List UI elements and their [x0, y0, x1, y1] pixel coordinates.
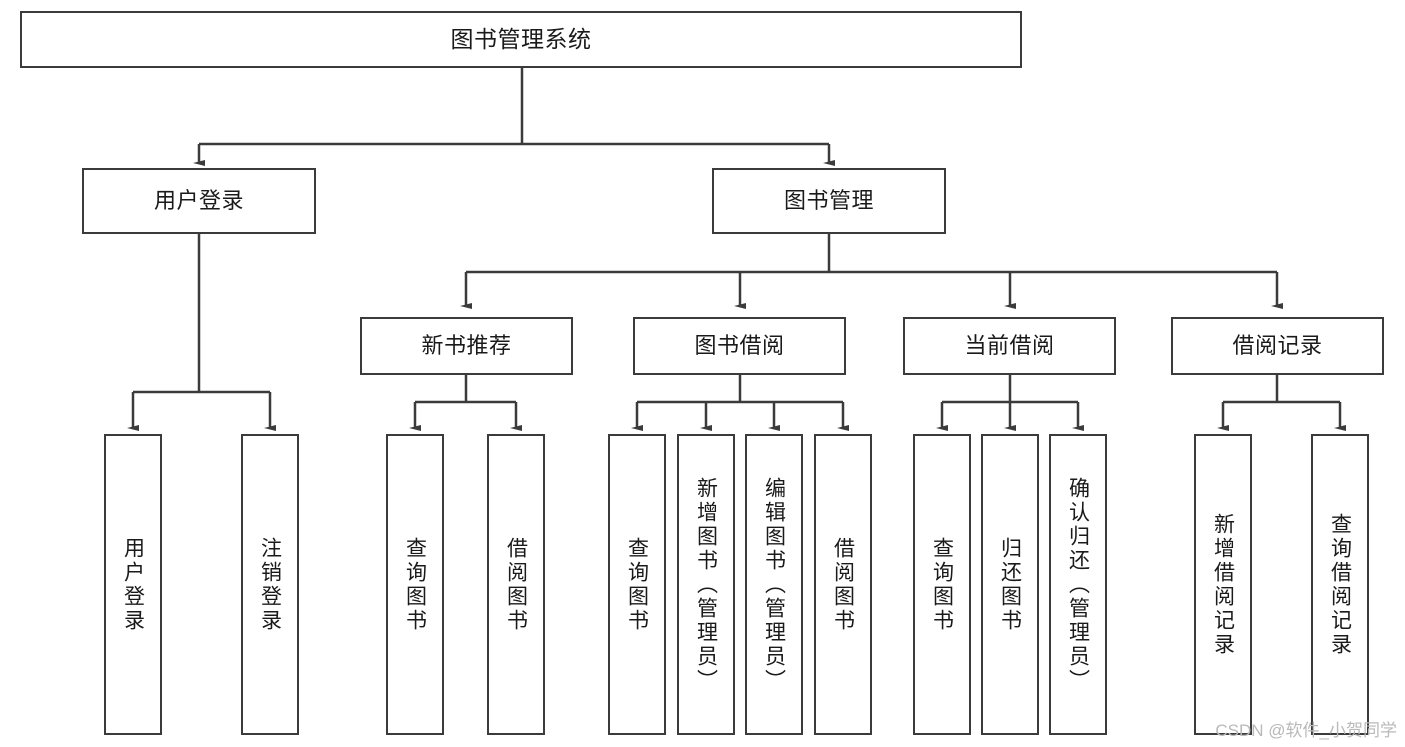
leaf-current-confirm-return-admin[interactable]: 确认归还（管理员）	[1049, 434, 1107, 735]
node-label: 确认归还（管理员）	[1066, 476, 1090, 693]
leaf-borrow-borrow-book[interactable]: 借阅图书	[814, 434, 872, 735]
node-label: 借阅图书	[504, 536, 528, 633]
leaf-record-add-record[interactable]: 新增借阅记录	[1194, 434, 1252, 735]
node-label: 查询借阅记录	[1328, 512, 1352, 657]
node-user-login[interactable]: 用户登录	[82, 168, 316, 234]
leaf-recommend-query-book[interactable]: 查询图书	[386, 434, 444, 735]
node-label: 归还图书	[998, 536, 1022, 633]
leaf-borrow-query-book[interactable]: 查询图书	[608, 434, 666, 735]
node-current-borrow[interactable]: 当前借阅	[903, 317, 1116, 375]
node-label: 编辑图书（管理员）	[762, 476, 786, 693]
leaf-user-login[interactable]: 用户登录	[104, 434, 162, 735]
node-label: 借阅图书	[831, 536, 855, 633]
node-label: 查询图书	[403, 536, 427, 633]
node-borrow-record[interactable]: 借阅记录	[1171, 317, 1384, 375]
node-label: 查询图书	[930, 536, 954, 633]
leaf-borrow-edit-book-admin[interactable]: 编辑图书（管理员）	[745, 434, 803, 735]
node-new-book-recommend[interactable]: 新书推荐	[360, 317, 573, 375]
node-label: 图书管理	[783, 187, 874, 213]
watermark-text: CSDN @软件_小贺同学	[1215, 721, 1397, 740]
node-book-borrow[interactable]: 图书借阅	[633, 317, 846, 375]
node-root-system[interactable]: 图书管理系统	[20, 11, 1022, 68]
node-label: 图书管理系统	[450, 25, 592, 52]
node-label: 当前借阅	[964, 332, 1055, 358]
leaf-borrow-add-book-admin[interactable]: 新增图书（管理员）	[677, 434, 735, 735]
leaf-recommend-borrow-book[interactable]: 借阅图书	[487, 434, 545, 735]
node-label: 查询图书	[625, 536, 649, 633]
node-label: 新增图书（管理员）	[694, 476, 718, 693]
node-label: 图书借阅	[694, 332, 785, 358]
leaf-user-logout[interactable]: 注销登录	[241, 434, 299, 735]
node-label: 用户登录	[121, 536, 145, 633]
leaf-record-query-record[interactable]: 查询借阅记录	[1311, 434, 1369, 735]
node-label: 用户登录	[153, 187, 244, 213]
leaf-current-return-book[interactable]: 归还图书	[981, 434, 1039, 735]
leaf-current-query-book[interactable]: 查询图书	[913, 434, 971, 735]
node-book-management[interactable]: 图书管理	[712, 168, 946, 234]
node-label: 新书推荐	[421, 332, 512, 358]
node-label: 注销登录	[258, 536, 282, 633]
node-label: 借阅记录	[1232, 332, 1323, 358]
node-label: 新增借阅记录	[1211, 512, 1235, 657]
